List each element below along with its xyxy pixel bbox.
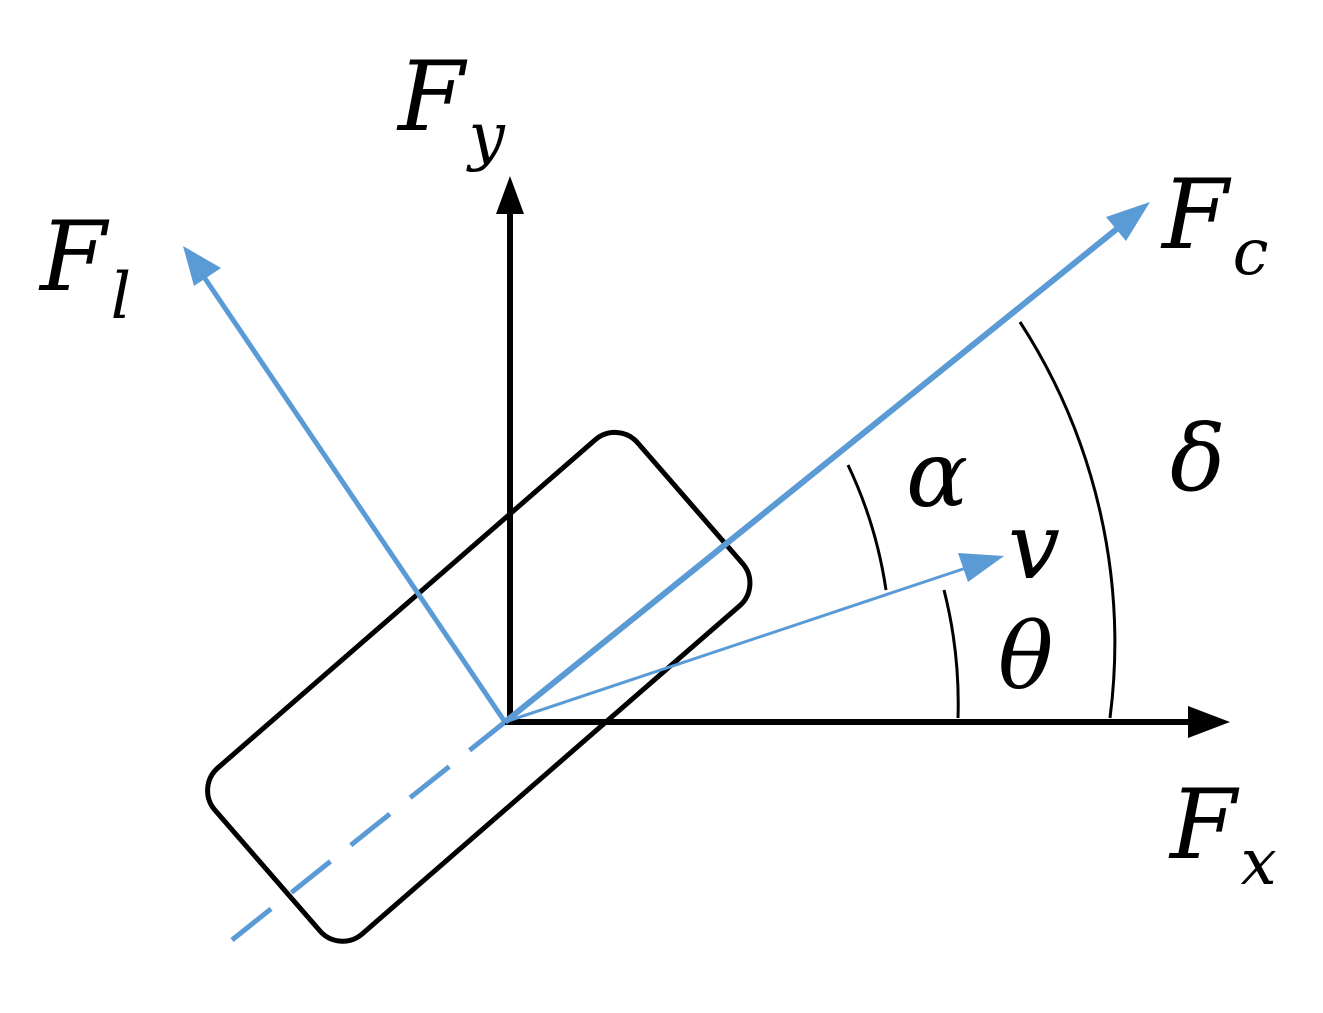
theta-arc [942, 589, 960, 719]
fl-arrowhead [183, 246, 221, 286]
v-arrow-line [504, 564, 973, 724]
delta-label: δ [1170, 405, 1225, 512]
fx-arrowhead [1188, 706, 1230, 738]
fx-label: Fx [1168, 769, 1277, 900]
fc-arrow-line [503, 225, 1120, 725]
fl-label: Fl [38, 201, 131, 334]
v-arrowhead [958, 553, 1004, 582]
fy-label: Fy [396, 41, 506, 174]
body-axis-dashed [230, 720, 507, 942]
alpha-label: α [906, 421, 968, 528]
theta-label: θ [998, 603, 1053, 710]
fc-label: Fc [1160, 159, 1268, 290]
alpha-arc [846, 464, 888, 591]
fy-arrowhead [496, 176, 524, 214]
v-label: v [1008, 493, 1060, 600]
delta-arc [1018, 321, 1117, 719]
body-rectangle [205, 429, 753, 944]
fc-arrowhead [1106, 202, 1150, 241]
fl-arrow-line [201, 275, 508, 724]
